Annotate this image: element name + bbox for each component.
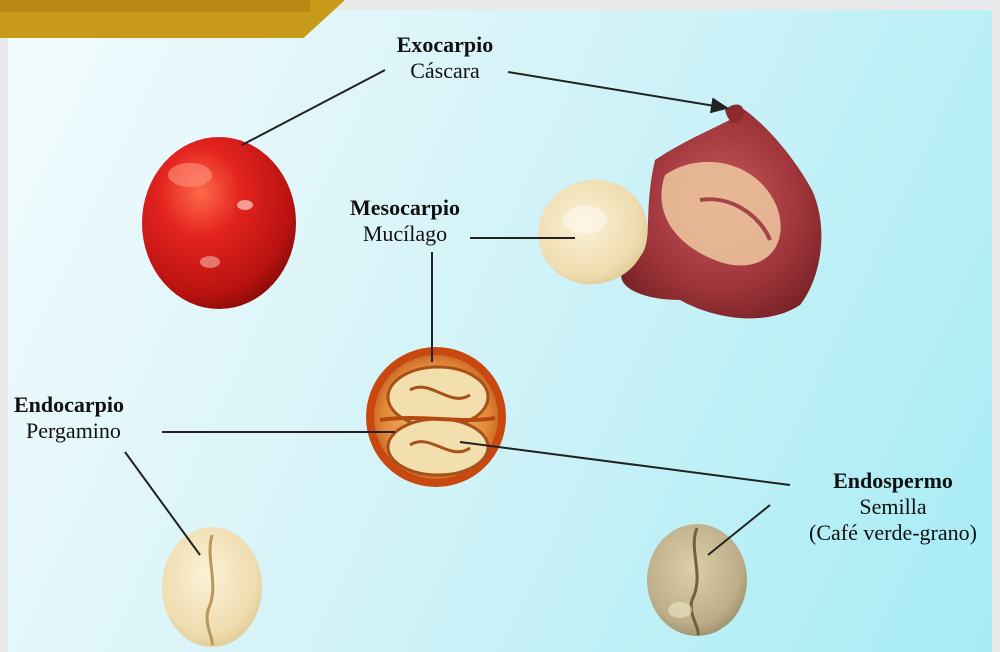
cherry-cross-section	[366, 347, 506, 487]
label-endocarpio-title: Endocarpio	[14, 392, 124, 418]
label-exocarpio-title: Exocarpio	[397, 32, 494, 58]
leader-line-endocarpio-bean	[125, 452, 200, 555]
label-endospermo: Endospermo Semilla (Café verde-grano)	[809, 468, 977, 546]
label-mesocarpio-subtitle: Mucílago	[350, 221, 460, 247]
leader-line-exocarpio-peeled	[508, 72, 727, 108]
label-endospermo-title: Endospermo	[809, 468, 977, 494]
parchment-bean	[162, 527, 262, 647]
coffee-cherry	[142, 137, 296, 309]
label-mesocarpio: Mesocarpio Mucílago	[350, 195, 460, 247]
peeled-cherry	[524, 104, 822, 318]
label-exocarpio: Exocarpio Cáscara	[397, 32, 494, 84]
label-endospermo-subtitle: Semilla	[809, 494, 977, 520]
green-bean	[647, 524, 747, 636]
label-mesocarpio-title: Mesocarpio	[350, 195, 460, 221]
label-exocarpio-subtitle: Cáscara	[397, 58, 494, 84]
leader-line-exocarpio-cherry	[242, 70, 385, 145]
label-endocarpio-subtitle: Pergamino	[14, 418, 124, 444]
leader-line-endospermo-slice	[460, 442, 790, 485]
label-endospermo-subtitle2: (Café verde-grano)	[809, 520, 977, 546]
label-endocarpio: Endocarpio Pergamino	[14, 392, 124, 444]
